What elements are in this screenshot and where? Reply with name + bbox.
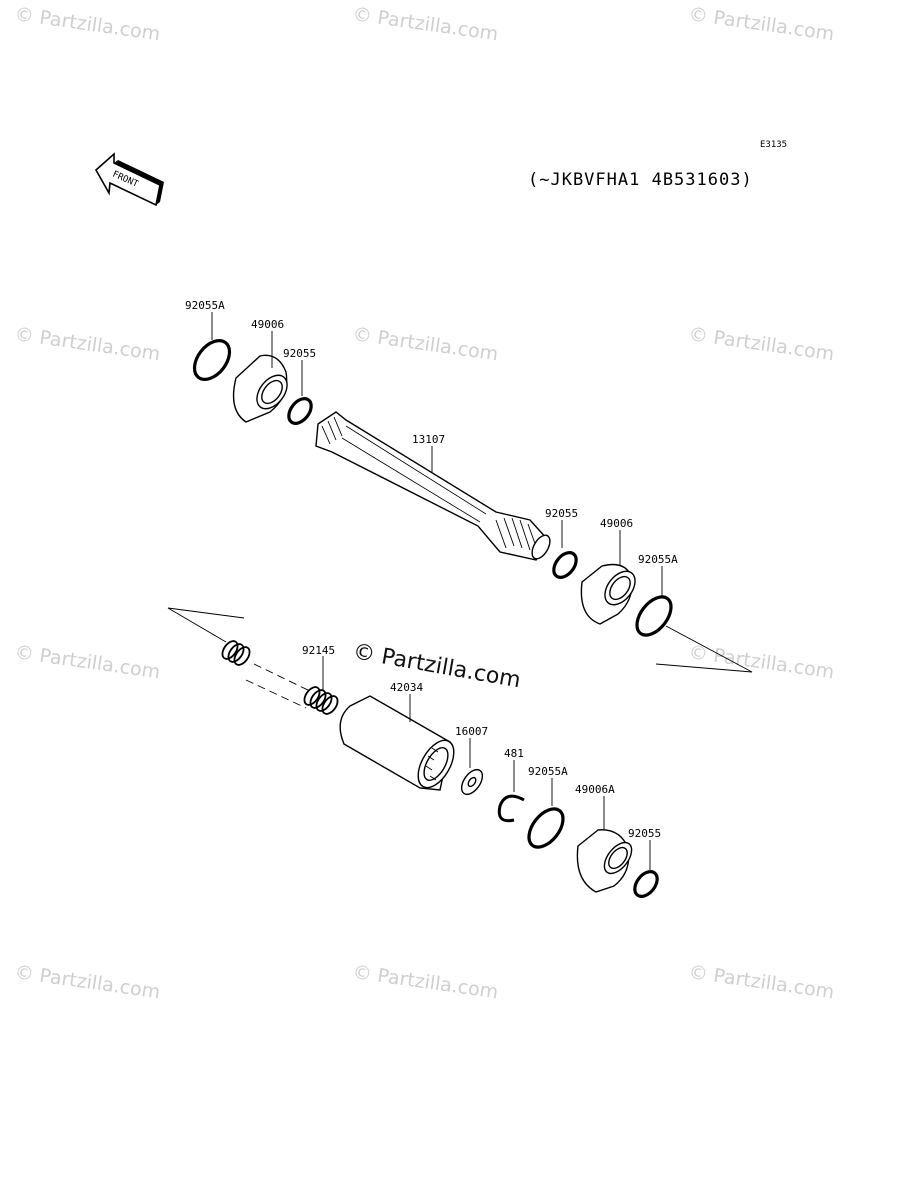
drive-shaft-13107	[315, 411, 551, 561]
watermark-text: © Partzilla.com	[13, 3, 161, 45]
watermark-text: © Partzilla.com	[687, 3, 835, 45]
o-ring-92055a	[527, 807, 565, 849]
sleeve-42034	[339, 695, 455, 791]
part-label: 42034	[390, 681, 423, 694]
axis-guide-lines	[167, 607, 753, 709]
part-label: 92055	[283, 347, 316, 360]
circlip-481	[497, 794, 525, 823]
serial-range: (~JKBVFHA1 4B531603)	[528, 170, 753, 190]
part-labels: 92055A 49006 92055 13107 92055 49006 920…	[185, 299, 678, 840]
boot-49006a	[576, 829, 633, 893]
watermark-text: © Partzilla.com	[351, 3, 499, 45]
part-label: 16007	[455, 725, 488, 738]
part-label: 49006A	[575, 783, 615, 796]
o-ring-92055	[552, 551, 578, 579]
part-label: 92055A	[185, 299, 225, 312]
washer-16007	[460, 768, 484, 796]
o-ring-92055	[633, 870, 659, 898]
boot-49006	[232, 354, 288, 423]
watermark-text: © Partzilla.com	[687, 641, 835, 683]
watermark-layer: © Partzilla.com © Partzilla.com © Partzi…	[13, 3, 835, 1003]
watermark-text: © Partzilla.com	[13, 641, 161, 683]
part-label: 92055	[628, 827, 661, 840]
watermark-text: © Partzilla.com	[351, 961, 499, 1003]
watermark-text: © Partzilla.com	[13, 323, 161, 365]
leader-lines	[211, 312, 663, 870]
watermark-main: © Partzilla.com	[351, 639, 523, 693]
part-label: 92055A	[528, 765, 568, 778]
o-ring-92055a	[192, 339, 232, 381]
part-label: 49006	[251, 318, 284, 331]
watermark-text: © Partzilla.com	[351, 323, 499, 365]
part-label: 92055A	[638, 553, 678, 566]
spring-92145	[221, 640, 339, 715]
front-arrow-icon: FRONT	[94, 152, 164, 207]
part-label: 481	[504, 747, 524, 760]
o-ring-92055	[287, 397, 313, 425]
diagram-code: E3135	[760, 140, 787, 150]
part-label: 13107	[412, 433, 445, 446]
boot-49006	[580, 563, 636, 625]
watermark-text: © Partzilla.com	[13, 961, 161, 1003]
part-label: 92145	[302, 644, 335, 657]
o-ring-92055a	[635, 595, 673, 637]
part-label: 92055	[545, 507, 578, 520]
watermark-text: © Partzilla.com	[687, 323, 835, 365]
part-label: 49006	[600, 517, 633, 530]
watermark-text: © Partzilla.com	[687, 961, 835, 1003]
